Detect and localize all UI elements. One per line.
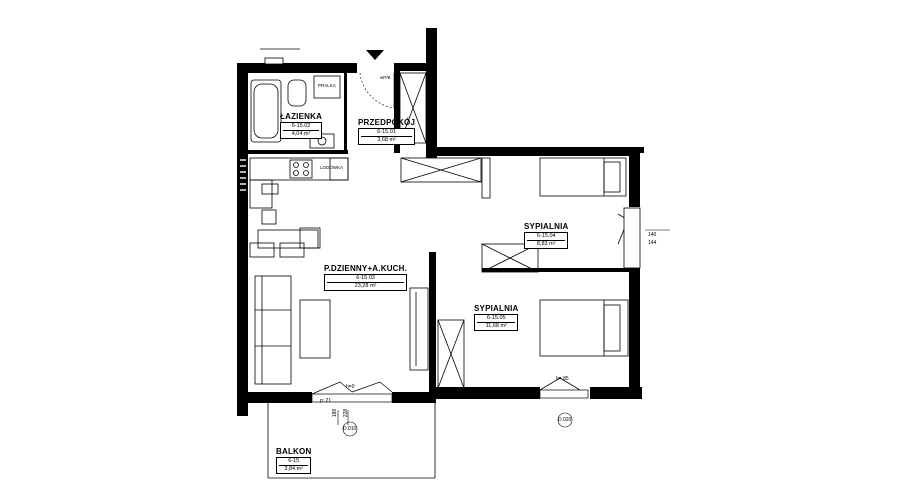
wall-bottom-left-stub <box>237 396 248 416</box>
room-area: 8,83 m² <box>536 241 556 247</box>
living-dim-a: 188 <box>332 408 339 418</box>
bedroom2-window <box>539 389 589 399</box>
wall-right-cap <box>629 147 644 153</box>
wardrobe-1 <box>481 243 539 273</box>
room-code: 6-15.03 <box>327 275 405 283</box>
pralka-label: PRALKA <box>318 83 336 88</box>
wall-bedroom-divider <box>482 268 632 272</box>
wall-entrance-post <box>394 63 400 153</box>
room-area: 3,84 m² <box>284 466 304 472</box>
living-marker: D.010 <box>343 426 357 432</box>
wall-top-left <box>237 63 357 73</box>
room-area: 23,28 m² <box>354 283 377 289</box>
living-window-height: h=0 <box>346 384 355 390</box>
lodowka-label: LODÓWKA <box>320 165 344 170</box>
kitchen-sink <box>261 183 279 195</box>
room-area: 11,68 m² <box>485 323 507 329</box>
wardrobe-2 <box>437 319 465 389</box>
wall-bath-bottom <box>248 150 348 154</box>
wall-bottom-mid <box>392 392 436 403</box>
room-code: 6-15 <box>279 458 309 466</box>
sofa <box>254 275 292 385</box>
tv-unit <box>409 287 429 371</box>
room-lazienka: ŁAZIENKA 6-15.02 4,04 m² <box>280 112 323 139</box>
room-code: 6-15.02 <box>283 123 320 131</box>
top-window <box>260 48 300 65</box>
balcony <box>267 403 436 479</box>
corridor-wardrobe <box>400 157 482 183</box>
bed-1 <box>539 157 627 197</box>
walls <box>237 28 644 416</box>
room-sypialnia-1: SYPIALNIA 6-15.04 8,83 m² <box>524 222 569 249</box>
markers <box>337 229 670 437</box>
balcony-door <box>311 381 393 403</box>
bedroom2-furniture <box>437 299 629 391</box>
entrance-arrow-icon <box>366 50 384 60</box>
living-window-sill: p: 21 <box>320 398 332 404</box>
dining-set <box>249 227 321 258</box>
toilet <box>287 79 307 107</box>
wall-bottom-right <box>430 387 540 399</box>
wall-corridor-top <box>432 147 632 156</box>
room-sypialnia-2: SYPIALNIA 6-15.05 11,68 m² <box>474 304 519 331</box>
entrance-door <box>359 72 395 109</box>
fridge <box>329 157 349 181</box>
wall-left <box>237 63 248 400</box>
room-przedpokoj: PRZEDPOKÓJ 6-15.01 3,68 m² <box>358 118 416 145</box>
room-name: PRZEDPOKÓJ <box>358 118 416 127</box>
coffee-table <box>299 299 331 359</box>
living-dim-b: 228 <box>343 408 350 418</box>
wall-right <box>629 147 640 207</box>
door-code-label: wP/B <box>380 75 391 80</box>
wall-corridor-right <box>426 28 437 158</box>
bedroom2-window-height: h= 85 <box>556 376 569 382</box>
living-furniture <box>254 275 429 385</box>
room-balkon: BALKON 6-15 3,84 m² <box>276 447 312 474</box>
room-code: 6-15.04 <box>527 233 566 241</box>
bathtub <box>250 79 282 143</box>
washing-machine <box>313 75 341 99</box>
room-name: P.DZIENNY+A.KUCH. <box>324 264 408 273</box>
bedroom1-dim-a: 140 <box>648 232 657 238</box>
kitchen-units <box>249 157 349 225</box>
wall-interior-mid <box>429 252 436 397</box>
wall-entrance-corner <box>395 63 432 71</box>
wall-right-lower <box>629 268 640 398</box>
room-code: 6-15.01 <box>361 129 413 137</box>
room-name: ŁAZIENKA <box>280 112 323 121</box>
room-name: SYPIALNIA <box>524 222 569 231</box>
room-dzienny: P.DZIENNY+A.KUCH. 6-15.03 23,28 m² <box>324 264 408 291</box>
room-name: SYPIALNIA <box>474 304 519 313</box>
bedroom2-marker: D.020 <box>558 417 572 423</box>
room-name: BALKON <box>276 447 312 456</box>
wall-bath-right <box>344 73 347 153</box>
wall-bottom-left <box>237 392 312 403</box>
bedroom1-dim-b: 144 <box>648 240 657 246</box>
bed-2 <box>539 299 629 357</box>
room-area: 4,04 m² <box>291 131 311 137</box>
stove <box>289 159 313 179</box>
radiator-left <box>240 159 246 191</box>
room-area: 3,68 m² <box>377 137 396 143</box>
room-code: 6-15.05 <box>477 315 516 323</box>
bedroom1-furniture <box>481 157 641 273</box>
